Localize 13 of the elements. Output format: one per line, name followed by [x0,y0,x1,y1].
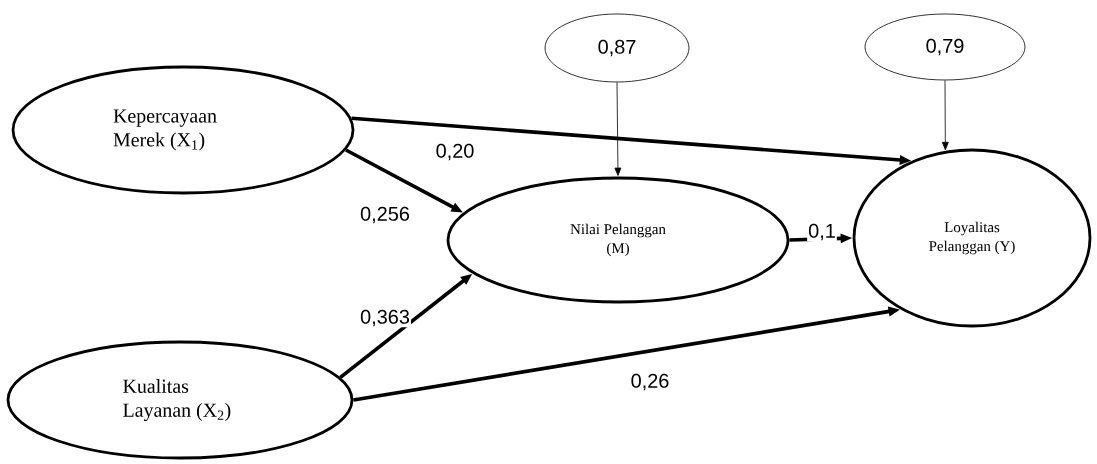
ellipse-node: Nilai Pelanggan (M) [446,176,790,304]
ellipse-node: 0,87 [544,13,690,83]
arrow [941,80,949,151]
ellipse-node: Kualitas Layanan (X$_{2}$) [6,340,354,460]
edge-label: 0,363 [359,308,411,328]
ellipse-node: 0,79 [864,13,1026,81]
edge-label: 0,20 [434,142,476,162]
edge-label: 0,256 [359,205,411,225]
arrow [614,82,622,176]
edge-label: 0,1 [807,222,837,242]
ellipse-node: Loyalitas Pelanggan (Y) [852,148,1092,328]
edge-label: 0,26 [629,372,671,392]
ellipse-node: Kepercayaan Merek (X$_{1}$) [11,65,355,195]
